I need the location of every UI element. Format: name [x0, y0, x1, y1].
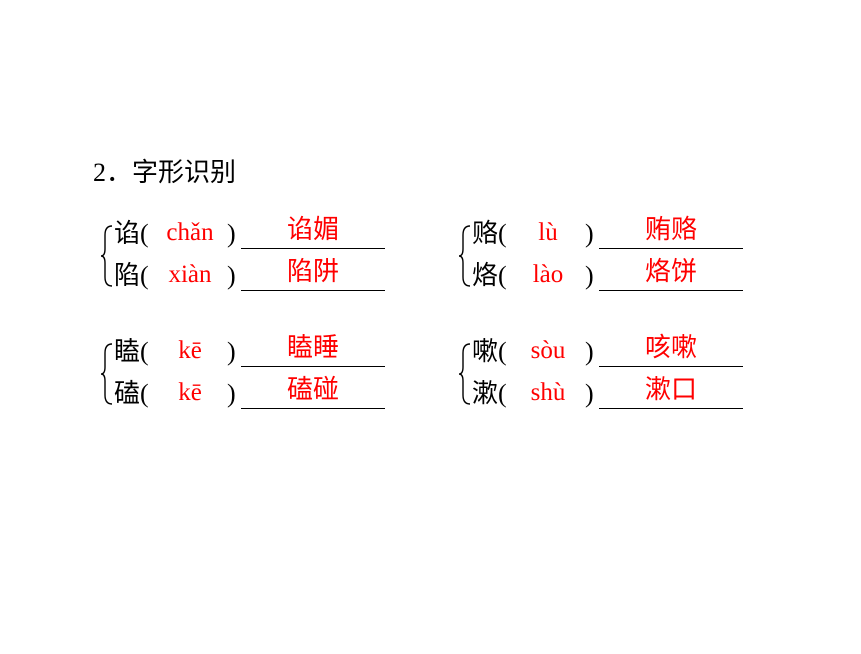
paren-close: )	[585, 379, 594, 408]
brace-icon	[458, 225, 471, 287]
char-row: 瞌( kē ) 瞌睡	[114, 333, 390, 373]
char-row: 谄( chǎn ) 谄媚	[114, 215, 390, 255]
target-char: 烙(	[472, 261, 507, 290]
char-row: 磕( kē ) 磕碰	[114, 375, 390, 415]
paren-close: )	[227, 379, 236, 408]
pinyin-answer: lù	[538, 219, 558, 246]
word-answer: 瞌睡	[286, 333, 339, 362]
answer-blank	[599, 408, 743, 409]
paren-close: )	[227, 337, 236, 366]
target-char: 谄(	[114, 219, 149, 248]
brace-icon	[100, 343, 113, 405]
brace-icon	[100, 225, 113, 287]
answer-blank	[241, 408, 385, 409]
char-group-1: 谄( chǎn ) 谄媚 陷( xiàn ) 陷阱	[100, 215, 390, 305]
target-char: 瞌(	[114, 337, 149, 366]
word-answer: 谄媚	[286, 215, 339, 244]
target-char: 赂(	[472, 219, 507, 248]
target-char: 漱(	[472, 379, 507, 408]
pinyin-answer: lào	[532, 261, 564, 288]
char-group-4: 嗽( sòu ) 咳嗽 漱( shù ) 漱口	[458, 333, 748, 423]
char-row: 陷( xiàn ) 陷阱	[114, 257, 390, 297]
pinyin-answer: xiàn	[168, 261, 212, 288]
pinyin-answer: kē	[178, 379, 202, 406]
pinyin-answer: kē	[178, 337, 202, 364]
answer-blank	[599, 366, 743, 367]
paren-close: )	[585, 337, 594, 366]
brace-icon	[458, 343, 471, 405]
target-char: 嗽(	[472, 337, 507, 366]
answer-blank	[241, 290, 385, 291]
word-answer: 磕碰	[286, 375, 339, 404]
target-char: 陷(	[114, 261, 149, 290]
char-group-3: 瞌( kē ) 瞌睡 磕( kē ) 磕碰	[100, 333, 390, 423]
word-answer: 陷阱	[286, 257, 339, 286]
answer-blank	[241, 248, 385, 249]
paren-close: )	[227, 219, 236, 248]
pinyin-answer: shù	[530, 379, 566, 406]
pinyin-answer: chǎn	[166, 219, 214, 246]
char-group-2: 赂( lù ) 贿赂 烙( lào ) 烙饼	[458, 215, 748, 305]
char-row: 烙( lào ) 烙饼	[472, 257, 748, 297]
paren-close: )	[585, 261, 594, 290]
word-answer: 烙饼	[644, 257, 697, 286]
word-answer: 贿赂	[644, 215, 697, 244]
answer-blank	[599, 290, 743, 291]
word-answer: 咳嗽	[644, 333, 697, 362]
paren-close: )	[227, 261, 236, 290]
char-row: 赂( lù ) 贿赂	[472, 215, 748, 255]
pinyin-answer: sòu	[530, 337, 566, 364]
char-row: 嗽( sòu ) 咳嗽	[472, 333, 748, 373]
target-char: 磕(	[114, 379, 149, 408]
section-title: 2．字形识别	[93, 158, 237, 187]
char-row: 漱( shù ) 漱口	[472, 375, 748, 415]
answer-blank	[599, 248, 743, 249]
word-answer: 漱口	[644, 375, 697, 404]
answer-blank	[241, 366, 385, 367]
paren-close: )	[585, 219, 594, 248]
